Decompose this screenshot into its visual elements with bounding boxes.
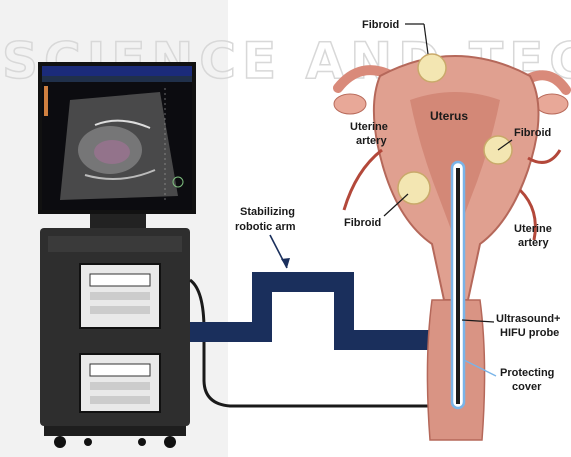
stabilizing-arm-label: Stabilizing — [240, 206, 295, 218]
uterine-artery-right-label: artery — [518, 237, 549, 249]
uterine-artery-left-label: Uterine — [350, 121, 388, 133]
monitor-stand — [90, 214, 146, 228]
fibroid-right-label: Fibroid — [514, 127, 551, 139]
ovary-right — [536, 94, 568, 114]
cover-label: cover — [512, 381, 542, 393]
uterine-artery-right-label: Uterine — [514, 223, 552, 235]
wheel — [164, 436, 176, 448]
upper-vent — [90, 292, 150, 300]
wheel — [138, 438, 146, 446]
fibroid-top — [418, 54, 446, 82]
fibroid-left-label: Fibroid — [344, 217, 381, 229]
lower-vent — [90, 382, 150, 390]
stabilizing-arm-label: robotic arm — [235, 221, 296, 233]
monitor-header-bar — [42, 66, 192, 76]
uterine-artery-left — [344, 150, 382, 210]
ultrasound-hifu-probe — [456, 168, 460, 404]
wheel — [84, 438, 92, 446]
robotic-arm — [190, 282, 460, 340]
probe-label: HIFU probe — [500, 327, 559, 339]
uterine-artery-left-label: artery — [356, 135, 387, 147]
ultrasound-target-region — [94, 140, 130, 164]
wheel — [54, 436, 66, 448]
ultrasound-machine — [38, 62, 196, 448]
fibroid-top-label: Fibroid — [362, 19, 399, 31]
machine-base — [44, 426, 186, 436]
ovary-left — [334, 94, 366, 114]
probe-label: Ultrasound+ — [496, 313, 560, 325]
color-scale-bar — [44, 86, 48, 116]
uterus-label: Uterus — [430, 109, 468, 123]
monitor-subheader-bar — [42, 76, 192, 82]
upper-slot — [90, 274, 150, 286]
lower-vent — [90, 396, 150, 404]
lower-slot — [90, 364, 150, 376]
upper-vent — [90, 306, 150, 314]
keyboard-panel — [48, 236, 182, 252]
cover-label: Protecting — [500, 367, 554, 379]
